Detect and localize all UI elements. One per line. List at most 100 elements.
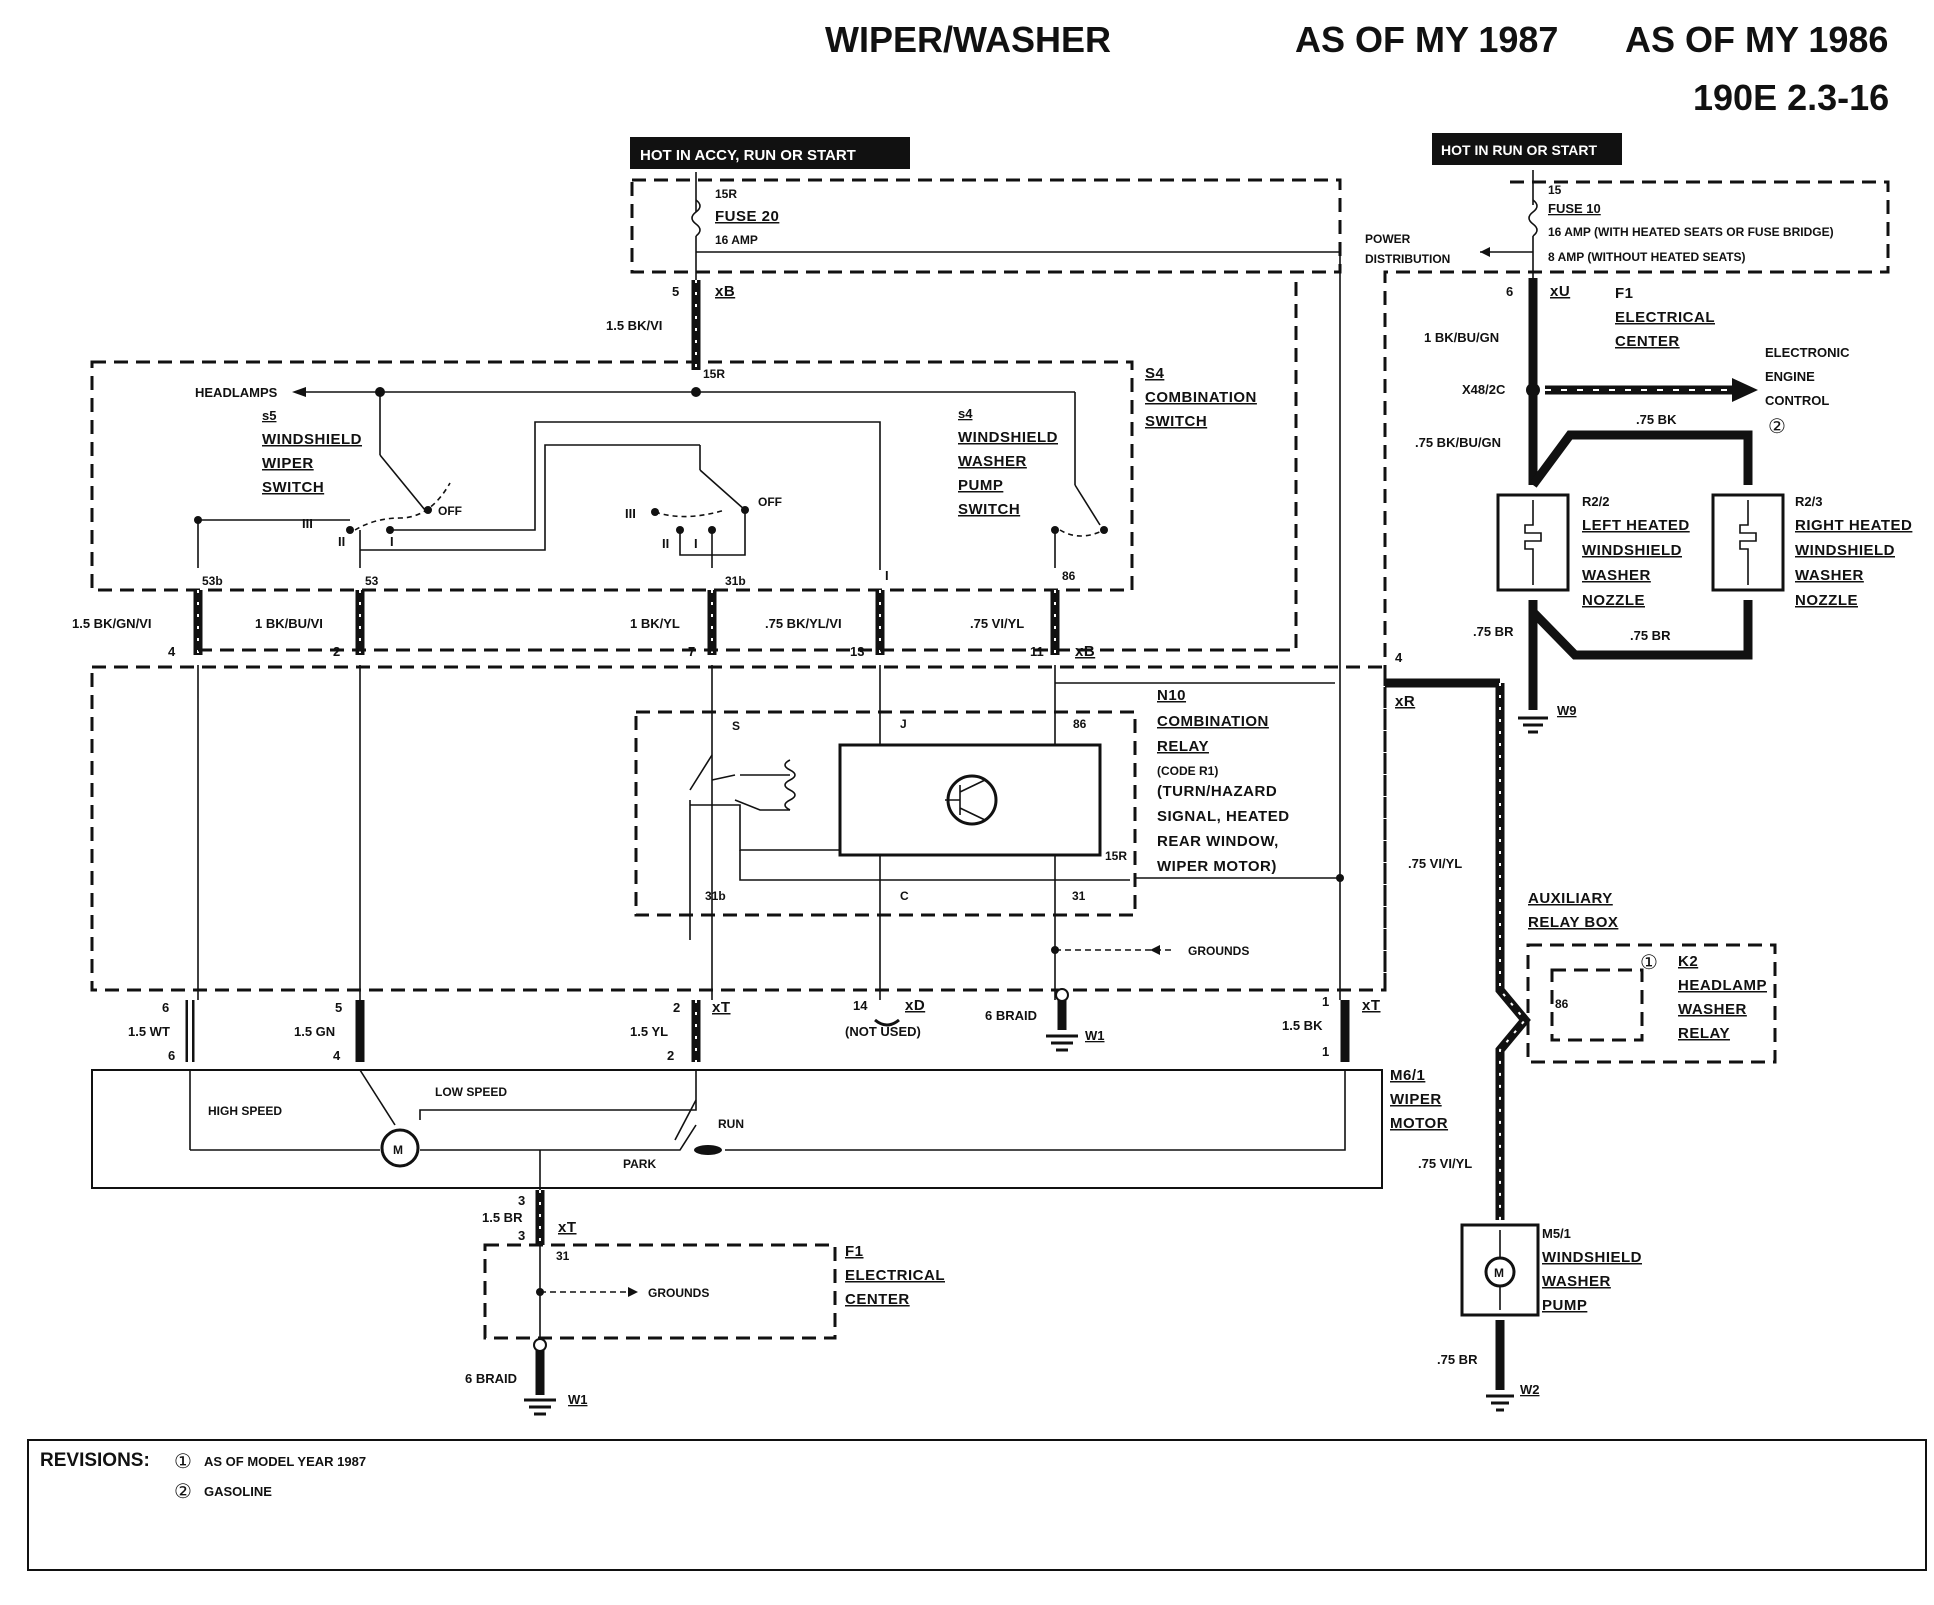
aux-relay-label-2: RELAY BOX [1528, 914, 1618, 931]
xT-ground-connector: xT [558, 1219, 577, 1236]
n10-relay-box [634, 710, 1137, 917]
s5-code: s5 [262, 408, 276, 423]
xT-connector: xT [712, 999, 731, 1016]
label-15wt: 1.5 WT [128, 1024, 170, 1039]
k2-relay-box [1550, 968, 1644, 1042]
pin-4a: 4 [168, 644, 176, 659]
hot-run-box [1432, 133, 1622, 165]
n10-label-1: COMBINATION [1157, 713, 1269, 730]
pin-15r-switch: 15R [703, 367, 725, 381]
label-75viyl-low: .75 VI/YL [1418, 1156, 1472, 1171]
k2-note: ① [1640, 952, 1658, 974]
r22-label-2: WINDSHIELD [1582, 542, 1682, 559]
m61-label-1: WIPER [1390, 1091, 1442, 1108]
xB-top-connector: xB [715, 283, 735, 300]
power-distribution-arrow [1480, 247, 1490, 257]
s5-wiper-contact [379, 454, 426, 511]
int-pos-iii: III [625, 506, 636, 521]
label-75br-b: .75 BR [1630, 628, 1671, 643]
ground-w2: W2 [1520, 1382, 1540, 1397]
label-75bkylvi: .75 BK/YL/VI [765, 616, 842, 631]
f1-bottom-code: F1 [845, 1243, 864, 1260]
fuse10-pin: 15 [1548, 183, 1562, 197]
washer-pump-m: M [1494, 1266, 1504, 1280]
ground-w2-symbol [1486, 1394, 1514, 1412]
low-speed-label: LOW SPEED [435, 1085, 507, 1099]
label-1bkbugn: 1 BK/BU/GN [1424, 330, 1499, 345]
r23-label-1: RIGHT HEATED [1795, 517, 1912, 534]
relay-internal-wiring [689, 665, 1344, 1000]
label-15br: 1.5 BR [482, 1210, 523, 1225]
hot-run-label: HOT IN RUN OR START [1441, 142, 1598, 158]
ground-w1-b: W1 [568, 1392, 588, 1407]
revision-1-text: AS OF MODEL YEAR 1987 [204, 1454, 366, 1469]
m51-code: M5/1 [1542, 1226, 1571, 1241]
intermittent-off-label: OFF [758, 495, 782, 509]
r22-label-4: NOZZLE [1582, 592, 1645, 609]
k2-label-3: RELAY [1678, 1025, 1730, 1042]
pin-c: C [900, 889, 909, 903]
label-15bk: 1.5 BK [1282, 1018, 1323, 1033]
revision-2-text: GASOLINE [204, 1484, 272, 1499]
fuse10-name: FUSE 10 [1548, 201, 1601, 216]
pin-53: 53 [365, 574, 379, 588]
s4-combination-switch-box [90, 360, 1134, 592]
k2-label-2: WASHER [1678, 1001, 1747, 1018]
n10-relay-module [838, 743, 1102, 857]
pin-j: J [900, 717, 907, 731]
fuse10-symbol [1528, 199, 1538, 237]
wire-75bk-heated [1529, 430, 1753, 488]
label-1bkbuvi: 1 BK/BU/VI [255, 616, 323, 631]
eec-arrow [1732, 378, 1758, 402]
pin-i: I [885, 568, 889, 583]
label-75br-pump: .75 BR [1437, 1352, 1478, 1367]
revisions-label: REVISIONS: [40, 1450, 150, 1471]
pin-86-relay: 86 [1073, 717, 1087, 731]
pin-3a: 3 [518, 1193, 525, 1208]
ground-w9: W9 [1557, 703, 1577, 718]
s5-pos-ii: II [338, 534, 345, 549]
n10-label-5: SIGNAL, HEATED [1157, 808, 1290, 825]
s5-label-1: WINDSHIELD [262, 431, 362, 448]
model-year-1987: AS OF MY 1987 [1295, 19, 1558, 60]
ground-w9-symbol [1518, 716, 1548, 734]
f1-bottom-label-2: CENTER [845, 1291, 910, 1308]
label-15yl: 1.5 YL [630, 1024, 668, 1039]
n10-label-3: (CODE R1) [1157, 764, 1218, 778]
pin-86: 86 [1062, 569, 1076, 583]
fuse20-amp: 16 AMP [715, 233, 758, 247]
f1-top-code: F1 [1615, 285, 1634, 302]
revisions-box [27, 1439, 1927, 1571]
sw4-label-4: SWITCH [958, 501, 1020, 518]
xU-connector: xU [1550, 283, 1570, 300]
r23-heater [1711, 493, 1785, 592]
pin-1b: 1 [1322, 1044, 1329, 1059]
xD-not-used: (NOT USED) [845, 1024, 921, 1039]
ground-w1a-symbol [1046, 1034, 1078, 1052]
sw4-label-1: WINDSHIELD [958, 429, 1058, 446]
xD-connector: xD [905, 997, 925, 1014]
r23-label-3: WASHER [1795, 567, 1864, 584]
f1-top-label-2: CENTER [1615, 333, 1680, 350]
r22-heater [1496, 493, 1570, 592]
pin-2c: 2 [667, 1048, 674, 1063]
label-6braid-a: 6 BRAID [985, 1008, 1037, 1023]
r22-label-1: LEFT HEATED [1582, 517, 1690, 534]
fuse20-box [630, 178, 1342, 274]
n10-label-4: (TURN/HAZARD [1157, 783, 1277, 800]
hot-accy-box [630, 137, 910, 169]
m61-label-2: MOTOR [1390, 1115, 1448, 1132]
park-label: PARK [623, 1157, 656, 1171]
revision-1-number: ① [174, 1451, 192, 1473]
f1-top-label-1: ELECTRICAL [1615, 309, 1715, 326]
s4-label-2: SWITCH [1145, 413, 1207, 430]
xB-top-pin: 5 [672, 284, 679, 299]
revision-2-number: ② [174, 1481, 192, 1503]
aux-relay-label-1: AUXILIARY [1528, 890, 1613, 907]
wire-75viyl-pump [1495, 683, 1531, 1220]
xR-pin: 4 [1395, 650, 1403, 665]
eec-label-3: CONTROL [1765, 393, 1829, 408]
ground-w1b-symbol [524, 1398, 556, 1416]
pin-31b: 31b [725, 574, 746, 588]
